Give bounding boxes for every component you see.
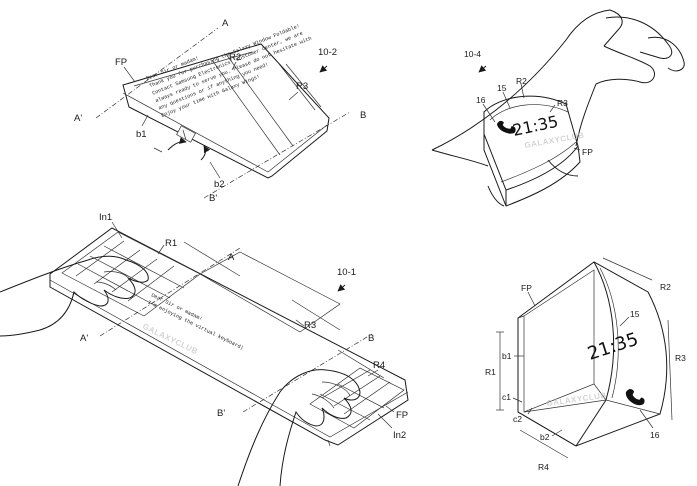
figure-10-2: Dear Sir or madam! Thank you for purchas… xyxy=(74,18,366,204)
watermark-10-3: GALAXYCLUB xyxy=(546,391,607,408)
label-b-prime: B' xyxy=(209,193,217,204)
label-r4: R4 xyxy=(538,462,549,472)
phone-handset-icon xyxy=(625,389,645,406)
label-r1: R1 xyxy=(165,238,177,249)
label-r1: R1 xyxy=(485,367,496,377)
label-a: A xyxy=(222,18,229,29)
label-a: A xyxy=(228,252,235,263)
label-fp: FP xyxy=(396,410,408,421)
label-r4: R4 xyxy=(373,360,385,371)
keyboard-right xyxy=(309,367,405,429)
label-fp: FP xyxy=(115,57,127,68)
label-r3: R3 xyxy=(557,98,568,108)
label-c1: c1 xyxy=(502,392,511,402)
label-16: 16 xyxy=(650,430,660,440)
rotate-arrow-icon xyxy=(167,137,211,161)
label-r2: R2 xyxy=(516,76,527,86)
screen-line: always ready to serve you. Please do not… xyxy=(154,36,312,105)
label-15: 15 xyxy=(630,309,640,319)
screen-line: I'm enjoying the virtual keyboard| xyxy=(147,300,245,352)
right-hand xyxy=(237,369,361,486)
label-b2: b2 xyxy=(214,179,225,190)
label-r2: R2 xyxy=(229,52,241,63)
watermark-10-1: GALAXYCLUB xyxy=(141,322,199,357)
label-c2: c2 xyxy=(513,414,522,424)
left-hand xyxy=(0,255,149,337)
figure-10-1: Dear Sir or madam! I'm enjoying the virt… xyxy=(0,212,409,486)
label-15: 15 xyxy=(497,83,507,93)
label-b2: b2 xyxy=(540,432,550,442)
figure-ref-10-1: 10-1 xyxy=(337,267,356,278)
label-b: B xyxy=(360,110,366,121)
label-r3: R3 xyxy=(304,320,316,331)
label-fp: FP xyxy=(521,283,532,293)
label-r3: R3 xyxy=(296,81,308,92)
label-16: 16 xyxy=(476,95,486,105)
label-b1: b1 xyxy=(502,351,512,361)
label-b-prime: B' xyxy=(217,408,225,419)
label-b1: b1 xyxy=(136,129,147,140)
keyboard-left xyxy=(61,231,201,317)
figure-10-3: 21:35 GALAXYCLUB FP R2 R3 R1 R4 15 16 b1… xyxy=(485,257,686,472)
label-r3: R3 xyxy=(675,353,686,363)
figure-10-4: 21:35 GALAXYCLUB 10-4 16 15 R2 R3 FP xyxy=(431,9,685,207)
screen-text-10-2: Dear Sir or madam! Thank you for purchas… xyxy=(146,23,313,119)
label-a-prime: A' xyxy=(74,113,82,124)
label-fp: FP xyxy=(582,147,593,157)
phone-handset-icon xyxy=(497,120,516,134)
label-r2: R2 xyxy=(660,282,671,292)
label-in2: In2 xyxy=(393,430,406,441)
figure-ref-10-2: 10-2 xyxy=(318,47,337,58)
label-b: B xyxy=(368,333,374,344)
label-a-prime: A' xyxy=(80,333,88,344)
label-in1: In1 xyxy=(99,212,112,223)
figure-ref-10-4: 10-4 xyxy=(464,49,481,59)
